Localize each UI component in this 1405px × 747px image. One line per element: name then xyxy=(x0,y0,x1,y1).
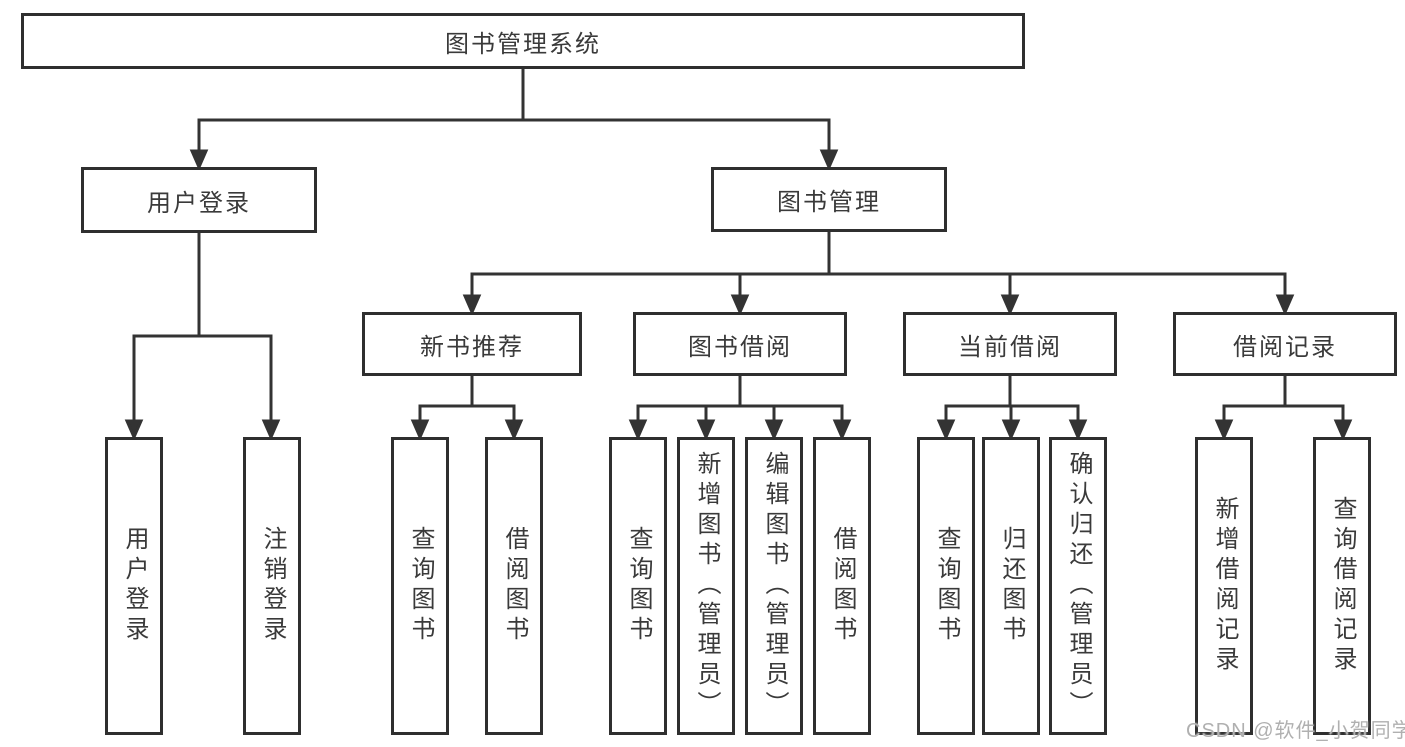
arrow-down-icon xyxy=(1275,274,1295,316)
connector-currentborrow-to-leaves xyxy=(944,374,1080,408)
arrow-down-icon xyxy=(124,336,144,441)
node-label: 当前借阅 xyxy=(958,333,1062,361)
arrow-down-icon xyxy=(936,406,956,441)
arrow-down-icon xyxy=(1001,406,1021,441)
node-label: 新增图书（管理员） xyxy=(693,451,720,721)
leaf-user-login: 用户登录 xyxy=(105,437,163,735)
node-label: 查询借阅记录 xyxy=(1329,496,1356,676)
csdn-watermark: CSDN @软件_小贺同学 xyxy=(1186,720,1405,742)
arrow-down-icon xyxy=(696,406,716,441)
connector-newbook-to-leaves xyxy=(418,374,516,408)
node-label: 借阅图书 xyxy=(501,526,528,646)
node-label: 查询图书 xyxy=(933,526,960,646)
arrow-down-icon xyxy=(628,406,648,441)
arrow-down-icon xyxy=(410,406,430,441)
node-label: 确认归还（管理员） xyxy=(1065,451,1092,721)
node-label: 图书管理 xyxy=(777,189,881,216)
connector-userlogin-to-leaves xyxy=(132,231,273,338)
node-user-login: 用户登录 xyxy=(81,167,317,233)
arrow-down-icon xyxy=(462,274,482,316)
leaf-query-books-borrowing: 查询图书 xyxy=(609,437,667,735)
leaf-add-book-admin: 新增图书（管理员） xyxy=(677,437,735,735)
connector-borrowrecords-to-leaves xyxy=(1222,374,1345,408)
arrow-down-icon xyxy=(261,336,281,441)
node-label: 新增借阅记录 xyxy=(1211,496,1238,676)
node-label: 用户登录 xyxy=(147,189,251,217)
node-label: 用户登录 xyxy=(121,526,148,646)
connector-bookborrow-to-leaves xyxy=(636,374,844,408)
node-book-management: 图书管理 xyxy=(711,167,947,232)
node-label: 借阅记录 xyxy=(1233,333,1337,361)
node-label: 查询图书 xyxy=(625,526,652,646)
arrow-down-icon xyxy=(1214,406,1234,441)
arrow-down-icon xyxy=(832,406,852,441)
node-label: 新书推荐 xyxy=(420,333,524,361)
leaf-add-borrow-record: 新增借阅记录 xyxy=(1195,437,1253,735)
leaf-query-books-current: 查询图书 xyxy=(917,437,975,735)
node-new-book-recommendation: 新书推荐 xyxy=(362,312,582,376)
leaf-borrow-books: 借阅图书 xyxy=(813,437,871,735)
node-borrowing-records: 借阅记录 xyxy=(1173,312,1397,376)
leaf-query-borrow-record: 查询借阅记录 xyxy=(1313,437,1371,735)
node-label: 编辑图书（管理员） xyxy=(761,451,788,721)
arrow-down-icon xyxy=(819,120,839,171)
node-label: 借阅图书 xyxy=(829,526,856,646)
arrow-down-icon xyxy=(1068,406,1088,441)
leaf-logout: 注销登录 xyxy=(243,437,301,735)
arrow-down-icon xyxy=(189,120,209,171)
connector-root-to-level2 xyxy=(197,67,831,122)
node-label: 归还图书 xyxy=(998,526,1025,646)
leaf-borrow-books-recommend: 借阅图书 xyxy=(485,437,543,735)
node-label: 图书借阅 xyxy=(688,333,792,361)
arrow-down-icon xyxy=(504,406,524,441)
leaf-edit-book-admin: 编辑图书（管理员） xyxy=(745,437,803,735)
arrow-down-icon xyxy=(1333,406,1353,441)
node-current-borrowing: 当前借阅 xyxy=(903,312,1117,376)
leaf-query-books-recommend: 查询图书 xyxy=(391,437,449,735)
connector-bookmgmt-to-groups xyxy=(470,230,1287,276)
arrow-down-icon xyxy=(730,274,750,316)
node-label: 注销登录 xyxy=(259,526,286,646)
node-library-management-system: 图书管理系统 xyxy=(21,13,1025,69)
arrow-down-icon xyxy=(764,406,784,441)
leaf-confirm-return-admin: 确认归还（管理员） xyxy=(1049,437,1107,735)
node-book-borrowing: 图书借阅 xyxy=(633,312,847,376)
node-label: 图书管理系统 xyxy=(445,30,601,58)
leaf-return-books: 归还图书 xyxy=(982,437,1040,735)
node-label: 查询图书 xyxy=(407,526,434,646)
arrow-down-icon xyxy=(1000,274,1020,316)
